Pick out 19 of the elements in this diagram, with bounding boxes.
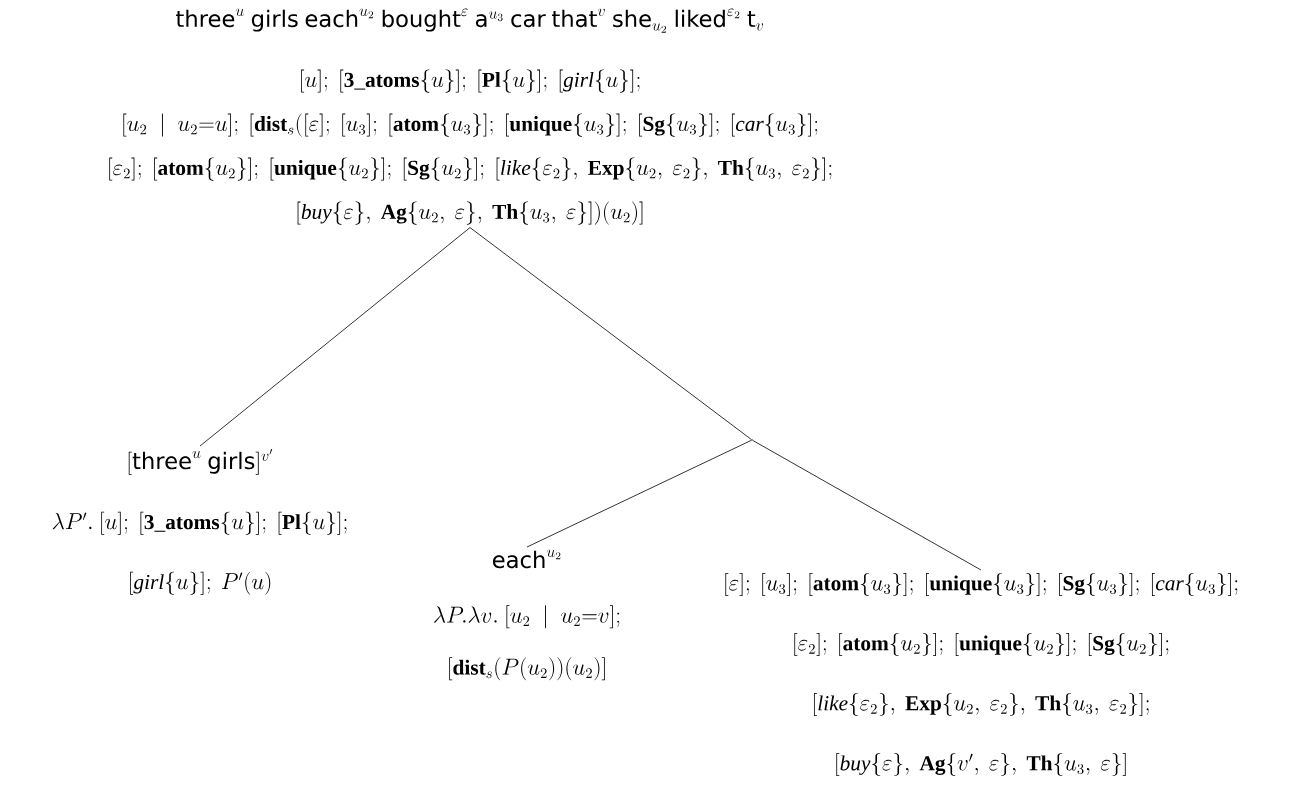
- formula-line: $[\mathit{like}\{\varepsilon_2\},\ \mathbf{Exp}\{u_2,\ \varepsilon_2\},\ \mathbf{Th}\{u_3,\ \varepsilon_2\}];$: [813, 692, 1149, 716]
- tree-branch: [526, 440, 752, 548]
- formula-line: $[\mathit{buy}\{\varepsilon\},\ \mathbf{Ag}\{u_2,\ \varepsilon\},\ \mathbf{Th}\{u_3,\ \varepsilon\}])(u_2)]$: [297, 201, 643, 225]
- formula-line: $[\mathit{girl}\{u\}];\ P'(u)$: [130, 571, 271, 595]
- formula-line: $[\mathit{buy}\{\varepsilon\},\ \mathbf{Ag}\{v',\ \varepsilon\},\ \mathbf{Th}\{u_3,\ \varepsilon\}]$: [836, 752, 1126, 776]
- formula-line: $[\mathbf{dist}_s(P(u_2))(u_2)]$: [449, 657, 605, 681]
- node-heading: $[\textsf{three}^{u}\ \textsf{girls}]^{v'}$: [128, 448, 273, 475]
- formula-line: $\lambda P.\lambda v.\ [u_2\ \mid\ u_2{=}v];$: [434, 605, 620, 629]
- formula-line: $[u];\ [\mathbf{3\_atoms}\{u\}];\ [\mathbf{Pl}\{u\}];\ [\mathit{girl}\{u\}];$: [301, 69, 640, 93]
- tree-branch: [752, 440, 982, 571]
- tree-branch: [199, 227, 471, 447]
- node-heading: $\textsf{each}^{u_2}$: [492, 549, 561, 569]
- node-heading: $\textsf{three}^{u}\ \textsf{girls}\ \textsf{each}^{u_2}\ \textsf{bought}^{\varepsilon}\ \textsf{a}^{u_3}\ \textsf{car}\ \textsf{that}^{v}\ \textsf{she}_{u_2}\ \textsf{liked}^{\varepsilon_2}\ \textsf{t}_{v}$: [176, 8, 764, 33]
- formula-line: $[\varepsilon_2];\ [\mathbf{atom}\{u_2\}];\ [\mathbf{unique}\{u_2\}];\ [\mathbf{Sg}\{u_2\}];$: [794, 632, 1169, 656]
- formula-line: $[\varepsilon];\ [u_3];\ [\mathbf{atom}\{u_3\}];\ [\mathbf{unique}\{u_3\}];\ [\mathbf{Sg}\{u_3\}];\ [\mathit{car}\{u_3\}];$: [725, 572, 1238, 596]
- formula-line: $\lambda P'.\ [u];\ [\mathbf{3\_atoms}\{u\}];\ [\mathbf{Pl}\{u\}];$: [52, 511, 347, 535]
- formula-line: $[\varepsilon_2];\ [\mathbf{atom}\{u_2\}];\ [\mathbf{unique}\{u_2\}];\ [\mathbf{Sg}\{u_2\}];\ [\mathit{like}\{\varepsilon_2\},\ \mathbf{Exp}\{u_2,\ \varepsilon_2\},\ \mathbf{Th}\{u_3,\ \varepsilon_2\}];$: [109, 157, 832, 181]
- tree-branch: [469, 227, 752, 440]
- formula-line: $[u_2\ \mid\ u_2{=}u];\ [\mathbf{dist}_s([\varepsilon];\ [u_3];\ [\mathbf{atom}\{u_3\}];\ [\mathbf{unique}\{u_3\}];\ [\mathbf{Sg}\{u_3\}];\ [\mathit{car}\{u_3\}];$: [123, 113, 818, 137]
